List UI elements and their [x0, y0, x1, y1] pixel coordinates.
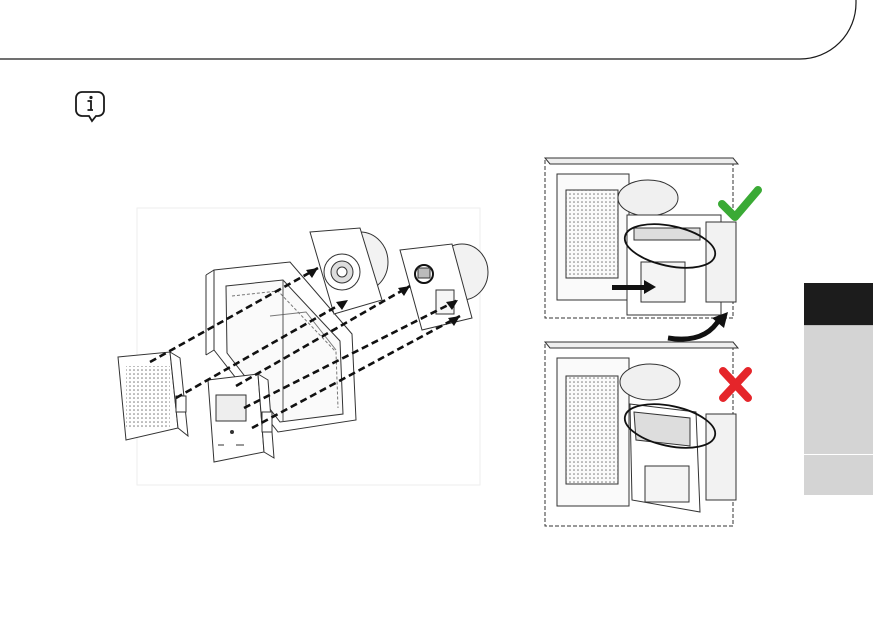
chapter-tab-active[interactable]: [804, 283, 873, 325]
chapter-tab[interactable]: [804, 325, 873, 454]
chapter-tab[interactable]: [804, 454, 873, 495]
